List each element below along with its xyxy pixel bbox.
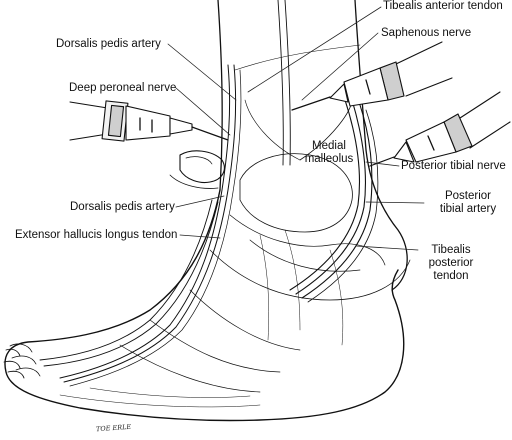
foot-outline [3,189,405,422]
leader-dorsalis-pedis-top [167,43,237,101]
thumb [169,150,225,189]
label-medial-malleolus-line1: Medial [312,140,346,152]
anterior-neurovascular-bundle [59,64,242,387]
leader-ehl [179,234,221,239]
label-extensor-hallucis-longus-tendon: Extensor hallucis longus tendon [15,229,178,241]
ankle-bones [119,214,411,393]
label-tibialis-posterior-line2: posterior [428,257,474,269]
toes [9,343,41,377]
syringe-center [291,41,453,111]
label-posterior-tibial-artery: Posterior tibial artery [428,190,508,216]
leader-tibialis-anterior [247,6,382,93]
leader-lines [167,6,425,251]
label-medial-malleolus: Medial malleolus [302,140,356,166]
syringe-right [369,91,511,167]
leader-dorsalis-pedis-bottom [175,195,225,208]
label-dorsalis-pedis-artery-bottom: Dorsalis pedis artery [70,201,175,213]
tibialis-anterior-tendon [277,0,291,166]
label-posterior-tibial-artery-line1: Posterior [444,190,492,202]
label-tibialis-posterior-line1: Tibealis [431,244,471,256]
syringe-left [69,100,229,142]
arch-lines [59,387,261,408]
label-saphenous-nerve: Saphenous nerve [381,27,472,39]
label-posterior-tibial-nerve: Posterior tibial nerve [401,160,506,172]
label-tibialis-posterior-line3: tendon [433,270,469,282]
leader-posterior-tibial-artery [365,201,425,204]
extensor-hallucis-longus-tendon [39,199,219,367]
label-dorsalis-pedis-artery-top: Dorsalis pedis artery [56,38,161,50]
label-medial-malleolus-line2: malleolus [304,153,354,165]
label-tibialis-posterior-tendon: Tibealis posterior tendon [421,244,481,283]
label-deep-peroneal-nerve: Deep peroneal nerve [69,82,177,94]
leader-deep-peroneal [175,87,231,136]
leader-posterior-tibial-nerve [365,161,400,167]
posterior-neurovascular-bundle [289,99,379,303]
label-tibialis-anterior-tendon: Tibealis anterior tendon [383,0,503,12]
leader-saphenous [301,32,379,101]
label-posterior-tibial-artery-line2: tibial artery [439,203,497,215]
leader-tibialis-posterior [355,245,419,251]
